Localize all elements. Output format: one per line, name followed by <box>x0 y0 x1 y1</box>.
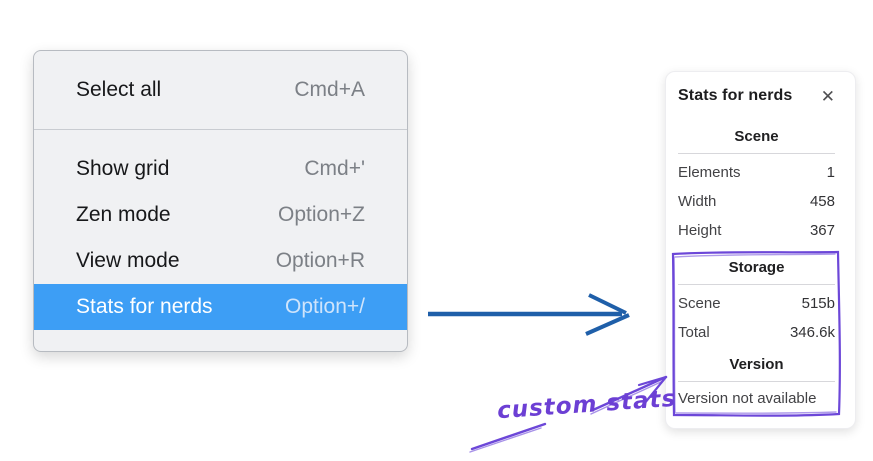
stat-row-scene-storage: Scene 515b <box>678 289 835 318</box>
menu-group-top: Select all Cmd+A <box>34 51 407 129</box>
stat-row-width: Width 458 <box>678 187 835 216</box>
menu-item-zen-mode[interactable]: Zen mode Option+Z <box>34 192 407 238</box>
stat-label: Elements <box>678 164 741 181</box>
menu-item-label: Zen mode <box>76 203 171 226</box>
section-divider <box>678 381 835 382</box>
close-icon[interactable]: ✕ <box>820 86 835 106</box>
stats-section-scene: Scene Elements 1 Width 458 Height 367 <box>678 127 835 245</box>
stats-panel-header: Stats for nerds ✕ <box>678 84 835 108</box>
stats-panel: Stats for nerds ✕ Scene Elements 1 Width… <box>665 71 856 429</box>
menu-item-shortcut: Cmd+' <box>304 157 365 180</box>
menu-item-shortcut: Cmd+A <box>294 78 365 101</box>
menu-item-label: Show grid <box>76 157 170 180</box>
stat-value: 458 <box>809 193 835 210</box>
stats-panel-title: Stats for nerds <box>678 87 793 104</box>
menu-item-stats-for-nerds[interactable]: Stats for nerds Option+/ <box>34 284 407 330</box>
section-heading: Scene <box>734 128 779 145</box>
menu-divider <box>34 129 407 130</box>
menu-item-shortcut: Option+Z <box>278 203 365 226</box>
menu-item-label: Stats for nerds <box>76 295 213 318</box>
menu-item-select-all[interactable]: Select all Cmd+A <box>34 67 407 113</box>
menu-item-view-mode[interactable]: View mode Option+R <box>34 238 407 284</box>
context-menu: Select all Cmd+A Show grid Cmd+' Zen mod… <box>33 50 408 352</box>
menu-item-shortcut: Option+R <box>275 249 365 272</box>
stat-value: 1 <box>826 164 835 181</box>
stat-label: Height <box>678 222 722 239</box>
menu-item-label: View mode <box>76 249 180 272</box>
section-heading: Version <box>729 356 784 373</box>
menu-item-shortcut: Option+/ <box>285 295 365 318</box>
stats-section-version: Version Version not available <box>678 355 835 412</box>
section-divider <box>678 153 835 154</box>
stat-value: 346.6k <box>789 324 835 341</box>
stat-row-elements: Elements 1 <box>678 158 835 187</box>
version-note: Version not available <box>678 390 817 407</box>
menu-item-show-grid[interactable]: Show grid Cmd+' <box>34 146 407 192</box>
menu-group: Show grid Cmd+' Zen mode Option+Z View m… <box>34 130 407 351</box>
stat-value: 515b <box>801 295 835 312</box>
stat-row-total-storage: Total 346.6k <box>678 318 835 347</box>
section-heading: Storage <box>728 259 785 276</box>
stat-label: Total <box>678 324 710 341</box>
stat-row-height: Height 367 <box>678 216 835 245</box>
annotation-label: custom stats <box>496 385 678 425</box>
stat-value: 367 <box>809 222 835 239</box>
right-arrow-icon <box>428 293 630 336</box>
stat-label: Scene <box>678 295 721 312</box>
section-divider <box>678 284 835 285</box>
stat-label: Width <box>678 193 717 210</box>
menu-item-label: Select all <box>76 78 162 101</box>
stats-section-storage: Storage Scene 515b Total 346.6k <box>678 258 835 347</box>
